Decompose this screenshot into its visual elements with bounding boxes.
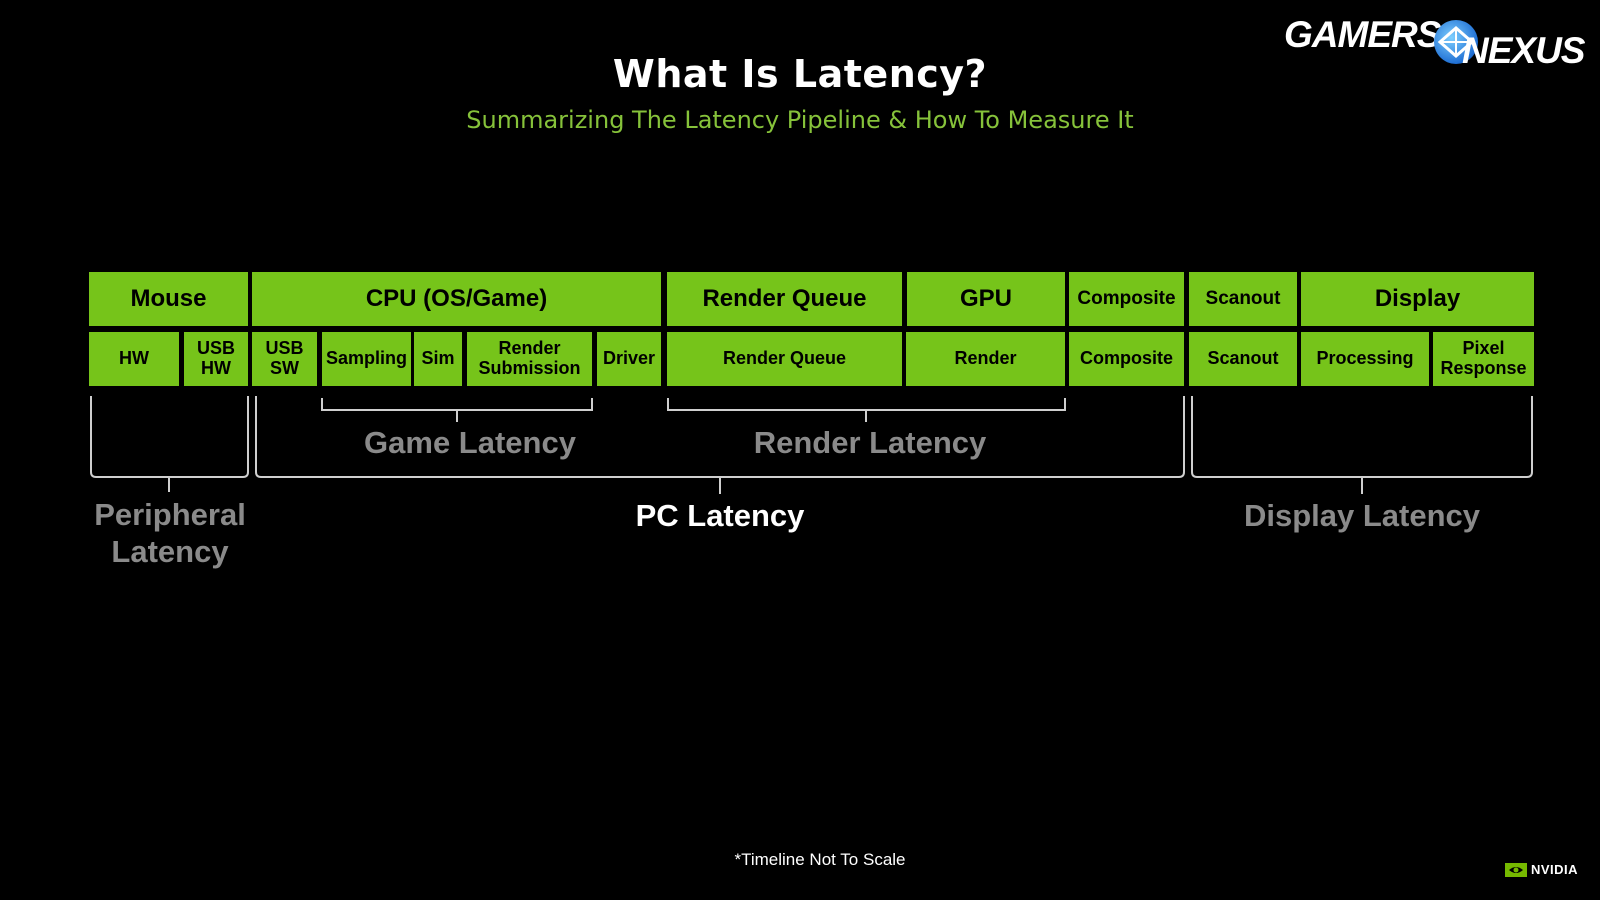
gamers-nexus-logo: GAMERS NEXUS <box>1284 14 1585 71</box>
substage-sampling: Sampling <box>322 332 411 386</box>
pc-latency-label: PC Latency <box>635 498 805 533</box>
substage-render-queue: Render Queue <box>667 332 902 386</box>
substage-usb-hw: USB HW <box>184 332 248 386</box>
logo-word-nexus: NEXUS <box>1462 30 1585 71</box>
render-latency-label: Render Latency <box>753 425 987 460</box>
nvidia-logo: NVIDIA <box>1504 862 1578 877</box>
substage-sim: Sim <box>414 332 462 386</box>
stage-render-queue: Render Queue <box>667 272 902 326</box>
stage-gpu: GPU <box>907 272 1065 326</box>
peripheral-latency-bracket <box>90 396 249 492</box>
globe-icon <box>1434 20 1478 64</box>
stage-scanout: Scanout <box>1189 272 1297 326</box>
nvidia-wordmark: NVIDIA <box>1530 862 1578 877</box>
pc-latency-bracket <box>255 396 1185 494</box>
stage-mouse: Mouse <box>89 272 248 326</box>
display-latency-label: Display Latency <box>1243 498 1481 533</box>
page-title: What Is Latency? <box>612 52 988 96</box>
stage-composite: Composite <box>1069 272 1184 326</box>
nvidia-eye-icon <box>1504 862 1527 877</box>
render-latency-bracket <box>667 398 1066 422</box>
logo-word-gamers: GAMERS <box>1284 14 1441 55</box>
timeline-footnote: *Timeline Not To Scale <box>734 850 906 869</box>
game-latency-bracket <box>321 398 593 422</box>
stage-display: Display <box>1301 272 1534 326</box>
peripheral-latency-label: Peripheral Latency <box>94 497 246 569</box>
substage-render: Render <box>906 332 1065 386</box>
stage-cpu: CPU (OS/Game) <box>252 272 661 326</box>
substage-driver: Driver <box>597 332 661 386</box>
substage-hw: HW <box>89 332 179 386</box>
substage-scanout: Scanout <box>1189 332 1297 386</box>
substage-processing: Processing <box>1301 332 1429 386</box>
display-latency-bracket <box>1191 396 1533 494</box>
page-subtitle: Summarizing The Latency Pipeline & How T… <box>466 106 1134 134</box>
substage-composite: Composite <box>1069 332 1184 386</box>
substage-render-submission: Render Submission <box>467 332 592 386</box>
substage-pixel-response: Pixel Response <box>1433 332 1534 386</box>
substage-usb-sw: USB SW <box>252 332 317 386</box>
game-latency-label: Game Latency <box>364 425 576 460</box>
